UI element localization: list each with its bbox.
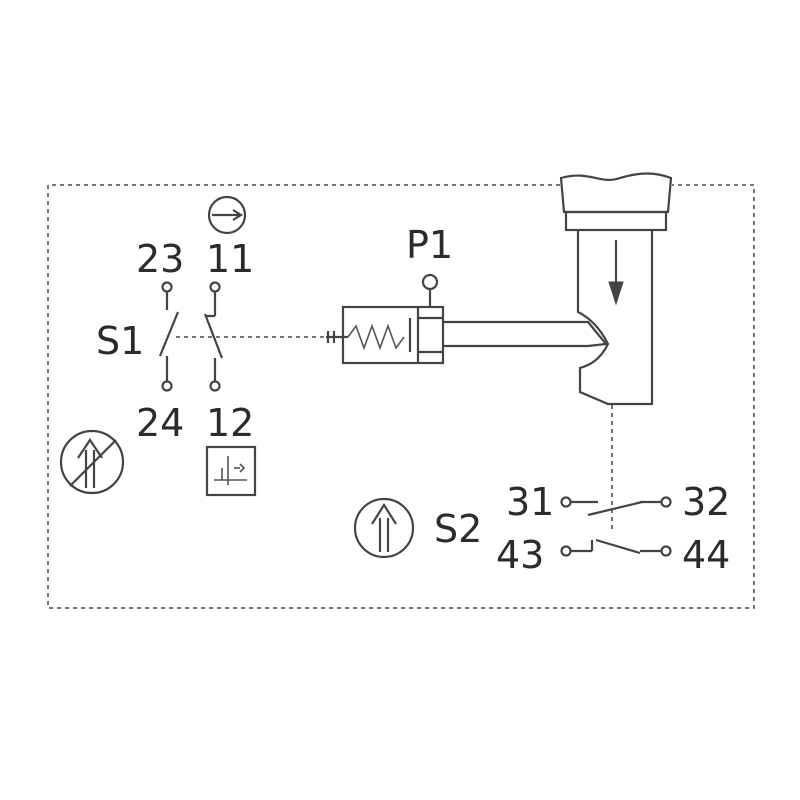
s1-terminal-11: 11 [206, 237, 254, 281]
s1-no-contact [158, 281, 180, 392]
actuator-head [559, 172, 673, 406]
positive-opening-icon [353, 497, 415, 559]
s2-terminal-43: 43 [496, 533, 544, 577]
timer-icon [207, 195, 247, 235]
downward-arrow-icon [608, 240, 624, 306]
s2-no-contact [560, 538, 672, 557]
plunger-cylinder [326, 305, 445, 365]
s1-terminal-24: 24 [136, 401, 184, 445]
latching-actuator-icon [205, 445, 257, 497]
s2-nc-contact [560, 496, 672, 517]
s1-label: S1 [96, 319, 144, 363]
no-positive-opening-icon [59, 429, 125, 495]
s1-nc-contact [203, 281, 224, 392]
s2-terminal-31: 31 [506, 480, 554, 524]
s1-terminal-12: 12 [206, 401, 254, 445]
s2-label: S2 [434, 507, 482, 551]
s2-terminal-44: 44 [682, 533, 730, 577]
s1-terminal-23: 23 [136, 237, 184, 281]
s2-terminal-32: 32 [682, 480, 730, 524]
plunger-rod [443, 320, 609, 348]
p1-port [421, 273, 439, 307]
p1-label: P1 [406, 223, 453, 267]
enclosure-boundary [47, 184, 755, 609]
